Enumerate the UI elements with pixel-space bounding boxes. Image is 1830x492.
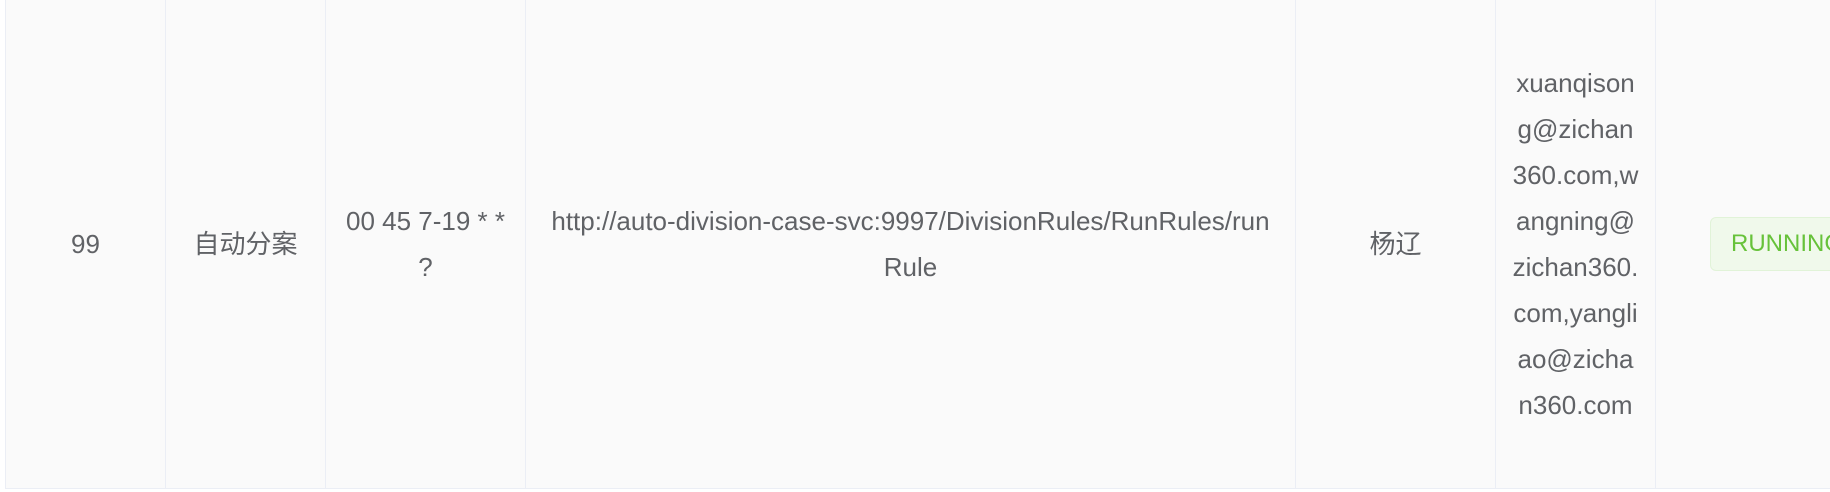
url-cell: http://auto-division-case-svc:9997/Divis… xyxy=(526,0,1296,488)
job-owner: 杨辽 xyxy=(1369,229,1422,259)
job-url: http://auto-division-case-svc:9997/Divis… xyxy=(551,206,1270,282)
table-row[interactable]: 99 自动分案 00 45 7-19 * * ? http://auto-div… xyxy=(6,0,1830,488)
jobs-table: 99 自动分案 00 45 7-19 * * ? http://auto-div… xyxy=(5,0,1830,489)
status-cell: RUNNING xyxy=(1656,0,1830,488)
job-name-cell: 自动分案 xyxy=(166,0,326,488)
job-id: 99 xyxy=(71,229,100,259)
job-name: 自动分案 xyxy=(193,229,298,259)
job-id-cell: 99 xyxy=(6,0,166,488)
owner-cell: 杨辽 xyxy=(1296,0,1496,488)
cron-expression: 00 45 7-19 * * ? xyxy=(346,206,506,282)
alert-emails: xuanqisong@zichan360.com,wangning@zichan… xyxy=(1512,68,1639,420)
email-cell: xuanqisong@zichan360.com,wangning@zichan… xyxy=(1496,0,1656,488)
status-badge: RUNNING xyxy=(1710,217,1830,271)
cron-cell: 00 45 7-19 * * ? xyxy=(326,0,526,488)
